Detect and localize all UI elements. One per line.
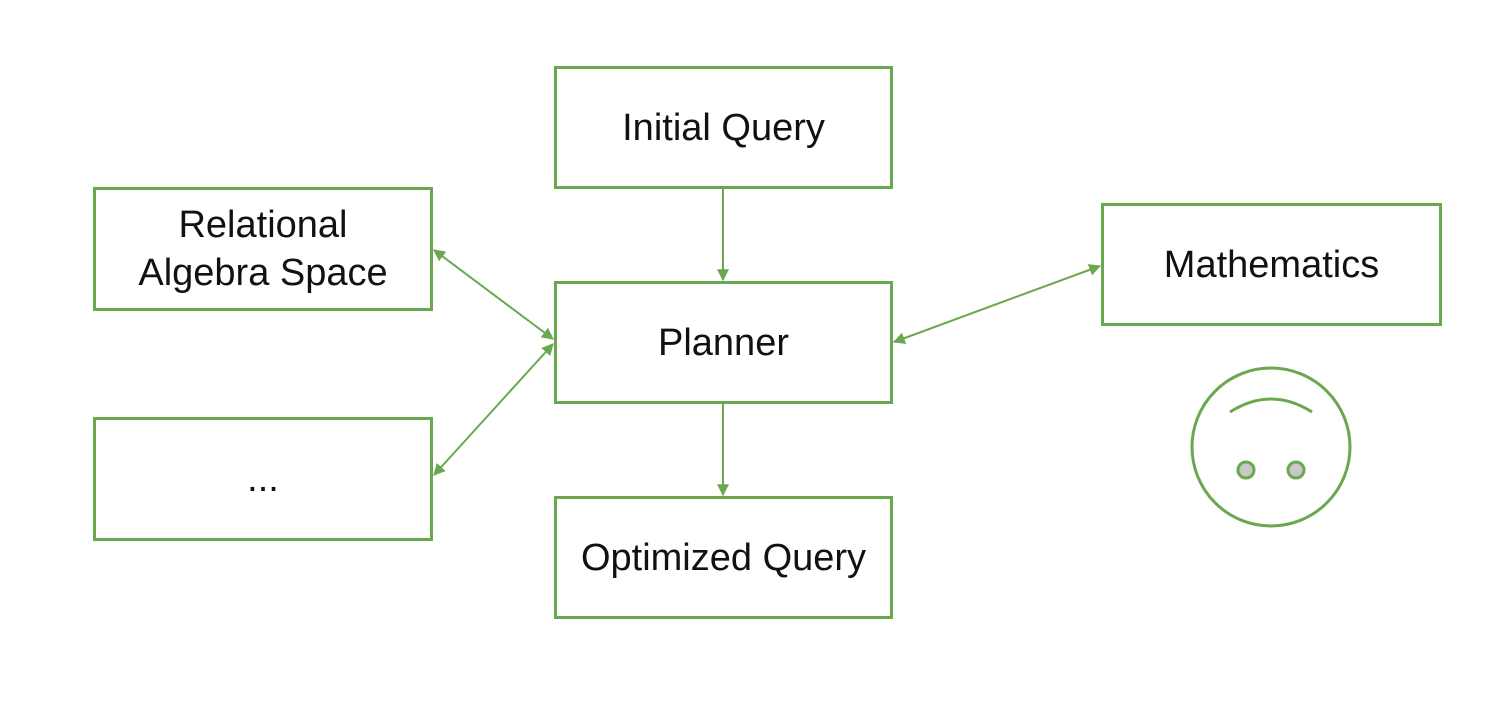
optimized-query-node: Optimized Query — [554, 496, 893, 619]
edge-ellipsis-planner — [433, 343, 554, 476]
planner-node: Planner — [554, 281, 893, 404]
edge-relational-planner — [433, 249, 554, 340]
ellipsis-node: ... — [93, 417, 433, 541]
initial-query-node: Initial Query — [554, 66, 893, 189]
mathematics-node: Mathematics — [1101, 203, 1442, 326]
relational-algebra-space-node: Relational Algebra Space — [93, 187, 433, 311]
edge-math-planner — [892, 264, 1102, 344]
upside-down-smiley-icon — [1190, 366, 1352, 528]
